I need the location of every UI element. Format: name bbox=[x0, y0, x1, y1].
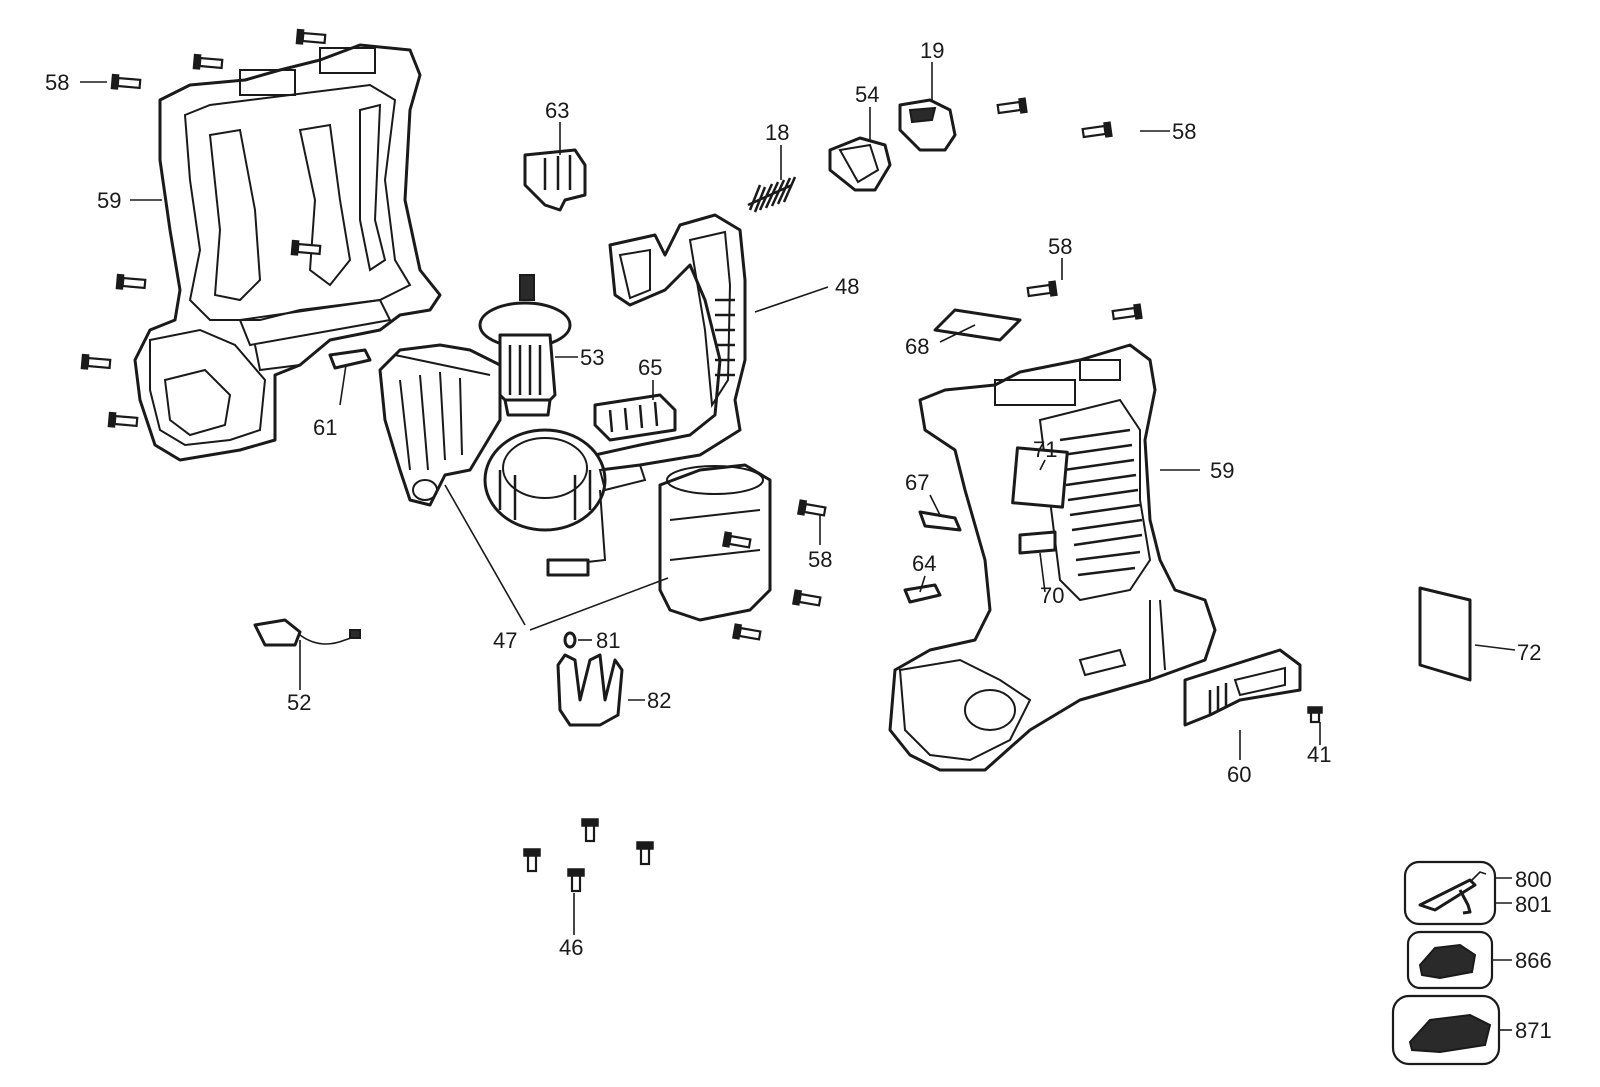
callout-48: 48 bbox=[835, 274, 859, 299]
left-housing-half bbox=[133, 43, 442, 462]
screw-icon bbox=[80, 28, 1323, 893]
callout-52: 52 bbox=[287, 690, 311, 715]
label-sheet-icon bbox=[933, 308, 1472, 682]
motor-housing-left bbox=[378, 343, 502, 507]
callout-70: 70 bbox=[1040, 583, 1064, 608]
callout-81: 81 bbox=[596, 628, 620, 653]
end-cap-60 bbox=[1183, 648, 1302, 727]
callout-61: 61 bbox=[313, 415, 337, 440]
callout-60: 60 bbox=[1227, 762, 1251, 787]
callout-801: 801 bbox=[1515, 892, 1552, 917]
callout-72: 72 bbox=[1517, 640, 1541, 665]
switch-actuator bbox=[828, 136, 892, 192]
callout-59: 59 bbox=[1210, 458, 1234, 483]
callout-47: 47 bbox=[493, 628, 517, 653]
callout-labels: 58 59 63 18 54 19 58 58 48 68 53 65 61 7… bbox=[45, 38, 1552, 1043]
callout-58: 58 bbox=[1172, 119, 1196, 144]
callout-871: 871 bbox=[1515, 1018, 1552, 1043]
leader-lines bbox=[80, 62, 1516, 1031]
callout-63: 63 bbox=[545, 98, 569, 123]
callout-58: 58 bbox=[808, 547, 832, 572]
armature-rotor bbox=[478, 274, 572, 417]
callout-68: 68 bbox=[905, 334, 929, 359]
callout-866: 866 bbox=[1515, 948, 1552, 973]
callout-53: 53 bbox=[580, 345, 604, 370]
callout-18: 18 bbox=[765, 120, 789, 145]
callout-41: 41 bbox=[1307, 742, 1331, 767]
callout-54: 54 bbox=[855, 82, 879, 107]
small-switch-61 bbox=[328, 348, 372, 370]
motor-stator bbox=[483, 428, 607, 532]
spring-icon bbox=[747, 176, 797, 213]
brush-holder-82 bbox=[556, 653, 624, 727]
motor-housing-right bbox=[546, 463, 772, 622]
callout-65: 65 bbox=[638, 355, 662, 380]
brush-plate bbox=[593, 393, 677, 442]
callout-58: 58 bbox=[1048, 234, 1072, 259]
switch-button bbox=[523, 148, 587, 212]
callout-67: 67 bbox=[905, 470, 929, 495]
lead-wire bbox=[253, 618, 361, 647]
clip-67 bbox=[918, 510, 962, 532]
callout-19: 19 bbox=[920, 38, 944, 63]
callout-64: 64 bbox=[912, 551, 936, 576]
callout-71: 71 bbox=[1033, 437, 1057, 462]
callout-800: 800 bbox=[1515, 867, 1552, 892]
callout-58: 58 bbox=[45, 70, 69, 95]
small-ring-81 bbox=[563, 631, 577, 649]
clip-64 bbox=[903, 583, 942, 604]
callout-46: 46 bbox=[559, 935, 583, 960]
forward-reverse-lever bbox=[898, 98, 957, 152]
right-housing-half bbox=[888, 343, 1217, 772]
callout-82: 82 bbox=[647, 688, 671, 713]
callout-59: 59 bbox=[97, 188, 121, 213]
accessory-icon bbox=[1391, 860, 1501, 1066]
